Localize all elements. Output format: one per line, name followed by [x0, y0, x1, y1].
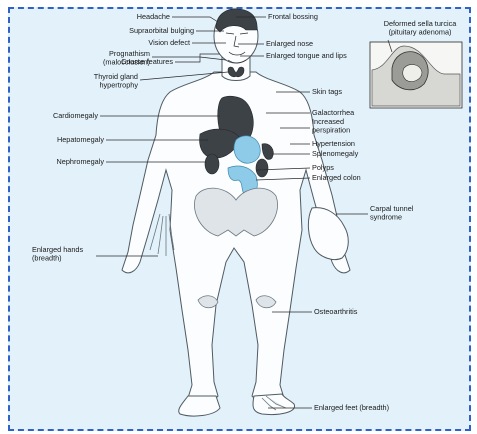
label-galactorrhea: Galactorrhea [312, 108, 355, 117]
label-osteoarthritis-line-0: Osteoarthritis [314, 307, 358, 316]
label-supraorbital-bulging-line-0: Supraorbital bulging [129, 26, 194, 35]
stomach [234, 136, 260, 163]
label-enlarged-feet: Enlarged feet (breadth) [314, 403, 389, 412]
label-osteoarthritis: Osteoarthritis [314, 307, 358, 316]
label-headache-line-0: Headache [137, 12, 170, 21]
label-enlarged-nose: Enlarged nose [266, 39, 313, 48]
leader-headache [172, 17, 218, 22]
label-frontal-bossing-line-0: Frontal bossing [268, 12, 318, 21]
label-skin-tags: Skin tags [312, 87, 342, 96]
label-nephromegaly: Nephromegaly [57, 157, 105, 166]
label-frontal-bossing: Frontal bossing [268, 12, 318, 21]
inset-label: Deformed sella turcica(pituitary adenoma… [384, 19, 458, 37]
label-hepatomegaly: Hepatomegaly [57, 135, 104, 144]
inset-label-line-1: (pituitary adenoma) [389, 28, 452, 37]
label-galactorrhea-line-0: Galactorrhea [312, 108, 355, 117]
label-enlarged-nose-line-0: Enlarged nose [266, 39, 313, 48]
label-splenomegaly: Splenomegaly [312, 149, 359, 158]
label-enlarged-hands: Enlarged hands(breadth) [32, 245, 83, 263]
label-hypertension: Hypertension [312, 139, 355, 148]
label-coarse-features-line-0: Coarse features [121, 57, 173, 66]
label-thyroid-line-1: hypertrophy [99, 81, 138, 90]
kidney-left [205, 154, 219, 174]
label-nephromegaly-line-0: Nephromegaly [57, 157, 105, 166]
foot-right [253, 394, 295, 415]
leader-coarse [175, 54, 220, 62]
label-increased-perspiration-line-1: perspiration [312, 126, 350, 135]
adenoma-core [403, 65, 422, 82]
hand-right [308, 208, 348, 260]
label-coarse-features: Coarse features [121, 57, 173, 66]
label-skin-tags-line-0: Skin tags [312, 87, 342, 96]
label-hypertension-line-0: Hypertension [312, 139, 355, 148]
human-figure [122, 9, 350, 416]
label-enlarged-feet-line-0: Enlarged feet (breadth) [314, 403, 389, 412]
label-enlarged-tongue: Enlarged tongue and lips [266, 51, 347, 60]
label-vision-defect-line-0: Vision defect [148, 38, 190, 47]
label-cardiomegaly: Cardiomegaly [53, 111, 98, 120]
label-enlarged-tongue-line-0: Enlarged tongue and lips [266, 51, 347, 60]
kidney-right [256, 159, 268, 177]
label-hepatomegaly-line-0: Hepatomegaly [57, 135, 104, 144]
label-enlarged-colon-line-0: Enlarged colon [312, 173, 361, 182]
label-carpal-tunnel-line-1: syndrome [370, 213, 402, 222]
label-supraorbital-bulging: Supraorbital bulging [129, 26, 194, 35]
label-splenomegaly-line-0: Splenomegaly [312, 149, 359, 158]
foot-left [179, 396, 220, 416]
label-polyps: Polyps [312, 163, 334, 172]
sella-inset: Deformed sella turcica(pituitary adenoma… [370, 19, 462, 108]
label-polyps-line-0: Polyps [312, 163, 334, 172]
label-enlarged-colon: Enlarged colon [312, 173, 361, 182]
label-enlarged-hands-line-1: (breadth) [32, 254, 62, 263]
label-cardiomegaly-line-0: Cardiomegaly [53, 111, 98, 120]
label-headache: Headache [137, 12, 170, 21]
label-vision-defect: Vision defect [148, 38, 190, 47]
